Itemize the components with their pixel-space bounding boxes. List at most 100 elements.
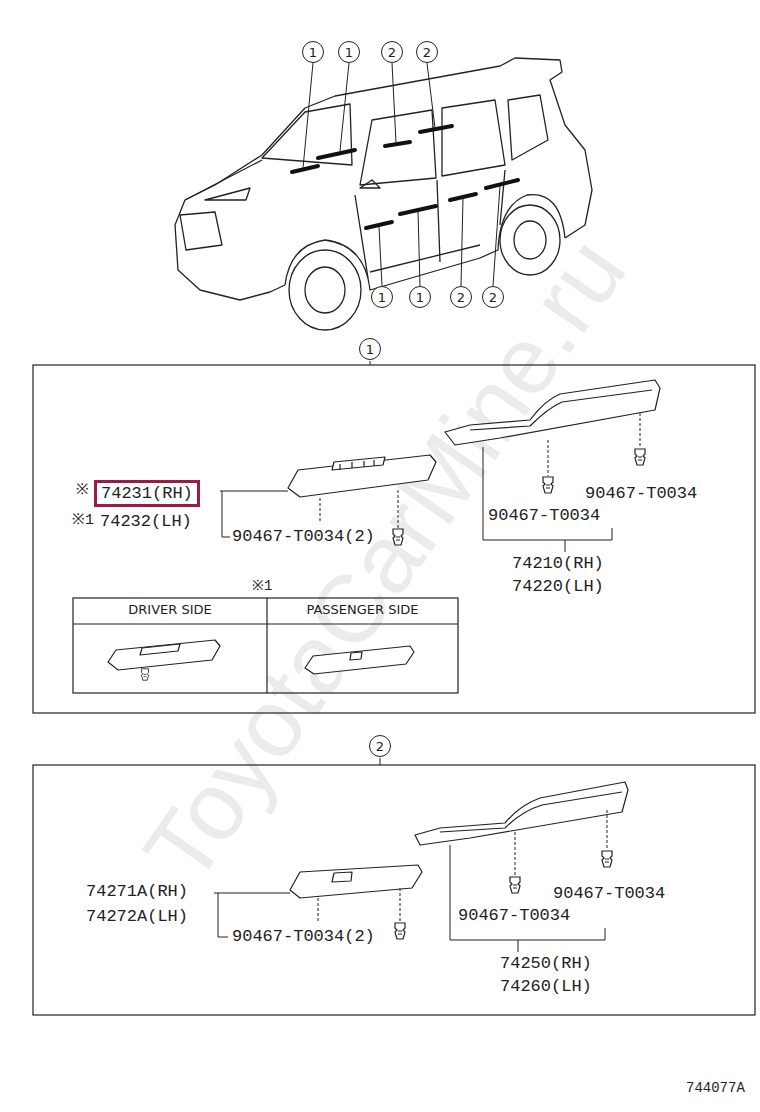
drawing-stroke <box>355 195 368 278</box>
drawing-stroke <box>288 455 436 497</box>
drawing-stroke <box>318 888 400 922</box>
drawing-stroke <box>420 126 452 132</box>
panel1-leaders <box>220 413 640 552</box>
drawing-stroke <box>141 669 148 680</box>
part-number: 90467-T0034 <box>585 484 697 504</box>
drawing-stroke <box>395 923 405 939</box>
callout-circle: 1 <box>371 286 393 308</box>
drawing-stroke <box>442 100 505 176</box>
drawing-stroke <box>515 810 607 876</box>
panel2-parts <box>290 782 628 898</box>
callout-number: 1 <box>416 290 424 305</box>
drawing-stroke <box>180 212 222 250</box>
note-mark: ※1 <box>72 512 94 529</box>
drawing-stroke <box>305 267 345 313</box>
drawing-stroke <box>602 851 612 867</box>
drawing-stroke <box>543 477 553 493</box>
part-number: 74272A(LH) <box>86 907 188 927</box>
part-number: 90467-T0034 <box>488 506 600 526</box>
drawing-stroke <box>500 205 560 275</box>
garnish-strips <box>292 126 518 228</box>
drawing-stroke <box>185 160 262 200</box>
drawing-stroke <box>332 457 385 470</box>
drawing-stroke <box>332 872 352 882</box>
drawing-stroke <box>220 491 288 492</box>
callout-number: 1 <box>378 290 386 305</box>
callout-circle: 2 <box>416 41 438 63</box>
drawing-stroke <box>290 865 422 898</box>
drawing-stroke <box>393 529 403 545</box>
drawing-stroke <box>73 598 458 693</box>
drawing-stroke <box>360 180 380 188</box>
part-number: 74231(RH) <box>101 484 193 503</box>
drawing-stroke <box>415 782 628 845</box>
callout-number: 1 <box>366 342 374 357</box>
callout-number: 2 <box>388 45 396 60</box>
drawing-stroke <box>486 180 518 188</box>
drawing-stroke <box>318 150 355 158</box>
drawing-stroke <box>500 170 505 225</box>
highlight-box: 74231(RH) <box>94 480 200 507</box>
drawing-stroke <box>548 413 640 476</box>
callout-circle: 1 <box>338 41 360 63</box>
panel-frames <box>33 365 755 1015</box>
part-number: 90467-T0034 <box>458 906 570 926</box>
drawing-stroke <box>73 598 458 693</box>
drawing-stroke <box>518 940 519 952</box>
drawing-stroke <box>461 198 463 286</box>
callout-circle: 1 <box>409 286 431 308</box>
drawing-stroke <box>385 142 410 146</box>
drawing-stroke <box>514 221 546 259</box>
part-number: 90467-T0034(2) <box>232 927 375 947</box>
callout-number: 2 <box>423 45 431 60</box>
part-number: 74250(RH) <box>500 954 592 974</box>
note-mark: ※ <box>76 482 89 499</box>
note-mark: ※1 <box>252 578 272 594</box>
drawing-stroke <box>370 245 480 272</box>
drawing-stroke <box>635 449 645 465</box>
drawing-stroke <box>418 211 420 286</box>
drawing-stroke <box>33 765 755 1015</box>
panel2-leaders <box>214 810 607 952</box>
part-number: 74220(LH) <box>512 577 604 597</box>
drawing-stroke <box>175 58 592 238</box>
drawing-stroke <box>350 652 362 660</box>
drawing-stroke <box>214 893 290 894</box>
drawing-stroke <box>218 893 228 937</box>
callout-circle: 2 <box>381 41 403 63</box>
drawing-stroke <box>508 95 548 160</box>
callout-number: 1 <box>309 45 317 60</box>
drawing-stroke <box>320 490 398 528</box>
car-drawing <box>175 58 592 330</box>
drawing-stroke <box>440 792 622 832</box>
drawing-stroke <box>340 460 374 470</box>
drawing-stroke <box>470 390 652 430</box>
drawing-stroke <box>108 640 220 670</box>
drawing-stroke <box>205 188 250 200</box>
callout-number: 2 <box>457 290 465 305</box>
table-header: DRIVER SIDE <box>73 603 267 618</box>
part-number: 74210(RH) <box>512 554 604 574</box>
drawing-stroke <box>493 186 500 286</box>
drawing-stroke <box>262 104 352 165</box>
callout-circle: 1 <box>302 41 324 63</box>
drawing-stroke <box>33 365 755 713</box>
leader-lines <box>303 63 500 765</box>
drawing-stroke <box>437 180 440 262</box>
drawing-stroke <box>379 227 382 286</box>
callout-circle: 2 <box>482 286 504 308</box>
drawing-stroke <box>480 195 565 258</box>
callout-circle: 1 <box>359 338 381 360</box>
drawing-stroke <box>380 758 381 765</box>
drawing-stroke <box>222 491 230 537</box>
drawing-stroke <box>140 644 180 655</box>
part-number: 74271A(RH) <box>86 882 188 902</box>
callout-number: 1 <box>345 45 353 60</box>
part-number: 74232(LH) <box>100 512 192 532</box>
callout-circle: 2 <box>369 735 391 757</box>
callout-number: 2 <box>376 739 384 754</box>
drawing-stroke <box>289 250 361 330</box>
drawing-stroke <box>427 63 435 128</box>
